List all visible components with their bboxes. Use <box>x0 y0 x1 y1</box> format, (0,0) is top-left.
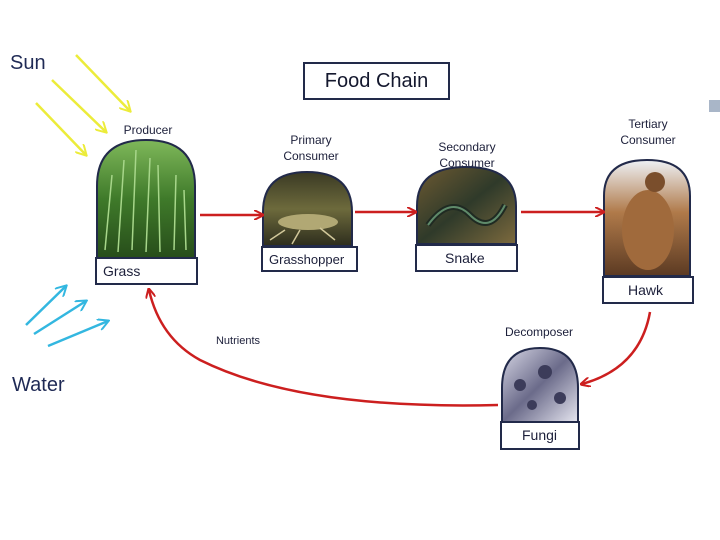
arrow-hawk-to-fungi <box>582 311 652 384</box>
fungi-image <box>501 346 579 423</box>
sun-label: Sun <box>10 52 46 74</box>
water-arrows-icon <box>25 286 108 348</box>
name-hawk: Hawk <box>602 276 694 304</box>
name-grasshopper: Grasshopper <box>261 246 358 272</box>
role-tertiary-line1: Tertiary <box>628 117 668 131</box>
hawk-image <box>603 158 691 277</box>
diagram-title: Food Chain <box>303 62 450 100</box>
role-secondary-line1: Secondary <box>438 140 496 154</box>
water-label: Water <box>12 374 65 396</box>
role-producer: Producer <box>123 123 173 137</box>
flow-arrows <box>149 212 652 407</box>
arrow-fungi-to-grass <box>149 290 499 407</box>
role-tertiary-line2: Consumer <box>620 133 676 147</box>
role-primary-line1: Primary <box>290 133 332 147</box>
name-grass: Grass <box>95 257 198 285</box>
snake-image <box>416 165 517 245</box>
role-decomposer: Decomposer <box>504 325 574 339</box>
sun-rays-icon <box>35 54 130 155</box>
name-snake: Snake <box>415 244 518 272</box>
slide-corner-mark <box>709 100 720 112</box>
grass-image <box>96 138 196 259</box>
grasshopper-image <box>262 170 353 247</box>
role-primary-line2: Consumer <box>283 149 339 163</box>
name-fungi: Fungi <box>500 421 580 450</box>
nutrients-label: Nutrients <box>215 335 261 347</box>
role-secondary-line2: Consumer <box>439 156 495 170</box>
